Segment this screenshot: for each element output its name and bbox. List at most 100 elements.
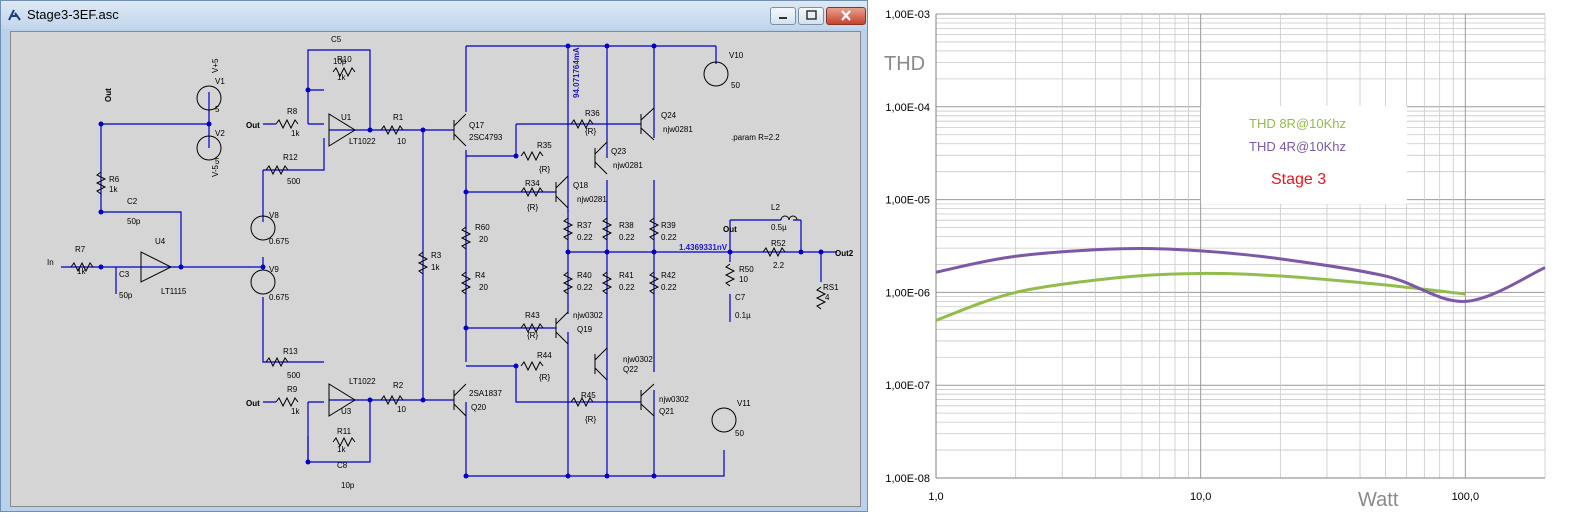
chart-grid xyxy=(935,13,1546,479)
component-value-c5: 10p xyxy=(333,57,347,66)
component-name-r3: R3 xyxy=(431,251,442,260)
component-value-c3: 50p xyxy=(119,291,133,300)
component-name-r52: R52 xyxy=(771,239,786,248)
component-name-r50: R50 xyxy=(739,265,754,274)
component-name-r8: R8 xyxy=(287,107,298,116)
x-tick-label: 10,0 xyxy=(1190,491,1211,503)
component-name-r38: R38 xyxy=(619,221,634,230)
component-name-q21: Q21 xyxy=(659,407,675,416)
component-name-r12: R12 xyxy=(283,153,298,162)
component-name-c8: C8 xyxy=(337,461,348,470)
component-value-r40: 0.22 xyxy=(577,283,593,292)
component-name-r7: R7 xyxy=(75,245,86,254)
vm5-label-v2: V-5 xyxy=(211,164,220,177)
legend-box xyxy=(1201,106,1407,204)
component-name-c5: C5 xyxy=(331,35,342,44)
component-value-r11: 1k xyxy=(337,445,346,454)
close-icon xyxy=(841,10,851,21)
component-value-r12: 500 xyxy=(287,177,301,186)
component-name-v2: V2 xyxy=(215,129,225,138)
component-name-v8: V8 xyxy=(269,211,279,220)
maximize-button[interactable] xyxy=(798,7,824,25)
component-name-v11: V11 xyxy=(737,399,751,408)
ltspice-window: Stage3-3EF.asc xyxy=(0,0,868,512)
component-value-r44: {R} xyxy=(539,373,550,382)
x-tick-label: 100,0 xyxy=(1452,491,1480,503)
component-name-r37: R37 xyxy=(577,221,592,230)
component-value-u4: LT1115 xyxy=(161,287,187,296)
schematic-drawing[interactable]: Out Out Out Out In Out2 .param R=2.2 94.… xyxy=(11,32,860,506)
schematic-canvas[interactable]: Out Out Out Out In Out2 .param R=2.2 94.… xyxy=(10,31,861,507)
component-name-r1: R1 xyxy=(393,113,404,122)
component-value-r52: 2.2 xyxy=(773,261,785,270)
component-name-r35: R35 xyxy=(537,141,552,150)
component-name-c7: C7 xyxy=(735,293,746,302)
in-label: In xyxy=(47,258,54,267)
component-value-c8: 10p xyxy=(341,481,355,490)
out-flag-u3: Out xyxy=(246,399,260,408)
y-tick-label: 1,00E-05 xyxy=(885,195,930,207)
component-name-r39: R39 xyxy=(661,221,676,230)
y-axis-label: THD xyxy=(884,53,925,75)
component-value-r10: 1k xyxy=(337,73,346,82)
component-name-v9: V9 xyxy=(269,265,279,274)
ltspice-schematic-icon xyxy=(8,9,21,21)
component-value-r7: 1k xyxy=(77,267,86,276)
component-name-r42: R42 xyxy=(661,271,676,280)
component-name-q17: Q17 xyxy=(469,121,485,130)
series-line-8r xyxy=(935,271,1466,322)
component-value-r4: 20 xyxy=(479,283,488,292)
component-name-c3: C3 xyxy=(119,270,130,279)
vp5-label-v1: V+5 xyxy=(211,58,220,73)
component-name-r11: R11 xyxy=(337,427,352,436)
component-name-q24: Q24 xyxy=(661,111,677,120)
component-value-q20: 2SA1837 xyxy=(469,389,502,398)
component-name-r60: R60 xyxy=(475,223,490,232)
component-name-r36: R36 xyxy=(585,109,600,118)
component-name-r41: R41 xyxy=(619,271,634,280)
series-line-4r xyxy=(935,247,1546,303)
close-button[interactable] xyxy=(826,7,866,25)
component-value-r43: {R} xyxy=(527,331,538,340)
component-value-r2: 10 xyxy=(397,405,406,414)
out-flag-output: Out xyxy=(723,225,737,234)
maximize-icon xyxy=(806,10,817,20)
component-value-r60: 20 xyxy=(479,235,488,244)
component-name-r45: R45 xyxy=(581,391,596,400)
component-value-r37: 0.22 xyxy=(577,233,593,242)
voltage-readout: 1.4369331nV xyxy=(679,243,728,252)
window-titlebar[interactable]: Stage3-3EF.asc xyxy=(1,1,867,29)
y-tick-label: 1,00E-04 xyxy=(885,102,930,114)
x-axis-label: Watt xyxy=(1358,489,1399,511)
x-tick-label: 1,0 xyxy=(928,491,943,503)
x-axis-ticks: 1,0 10,0 100,0 xyxy=(928,491,1479,503)
minimize-button[interactable] xyxy=(770,7,796,25)
component-value-r6: 1k xyxy=(109,185,118,194)
component-name-r13: R13 xyxy=(283,347,298,356)
component-value-r8: 1k xyxy=(291,129,300,138)
component-value-rs1: 4 xyxy=(825,293,830,302)
component-name-q23: Q23 xyxy=(611,147,627,156)
component-name-c2: C2 xyxy=(127,197,138,206)
component-value-r39: 0.22 xyxy=(661,233,677,242)
component-name-r10: R10 xyxy=(337,55,352,64)
chart-series xyxy=(935,247,1546,322)
window-title: Stage3-3EF.asc xyxy=(27,7,119,22)
component-name-r40: R40 xyxy=(577,271,592,280)
component-name-v10: V10 xyxy=(729,51,744,60)
component-value-r13: 500 xyxy=(287,371,301,380)
component-value-q24: njw0281 xyxy=(663,125,693,134)
out-flag-label: Out xyxy=(104,88,113,102)
component-value-c2: 50p xyxy=(127,217,141,226)
component-name-q22: Q22 xyxy=(623,365,639,374)
legend-entry-4r: THD 4R@10Khz xyxy=(1249,139,1346,154)
component-name-q19: Q19 xyxy=(577,325,593,334)
component-name-r9: R9 xyxy=(287,385,298,394)
chart-annotation: Stage 3 xyxy=(1271,171,1326,188)
component-name-l2: L2 xyxy=(771,203,780,212)
component-value-r45: {R} xyxy=(585,415,596,424)
minimize-icon xyxy=(779,17,787,19)
component-value-v1: 5 xyxy=(215,105,220,114)
component-value-u3: LT1022 xyxy=(349,377,376,386)
component-value-u1: LT1022 xyxy=(349,137,376,146)
